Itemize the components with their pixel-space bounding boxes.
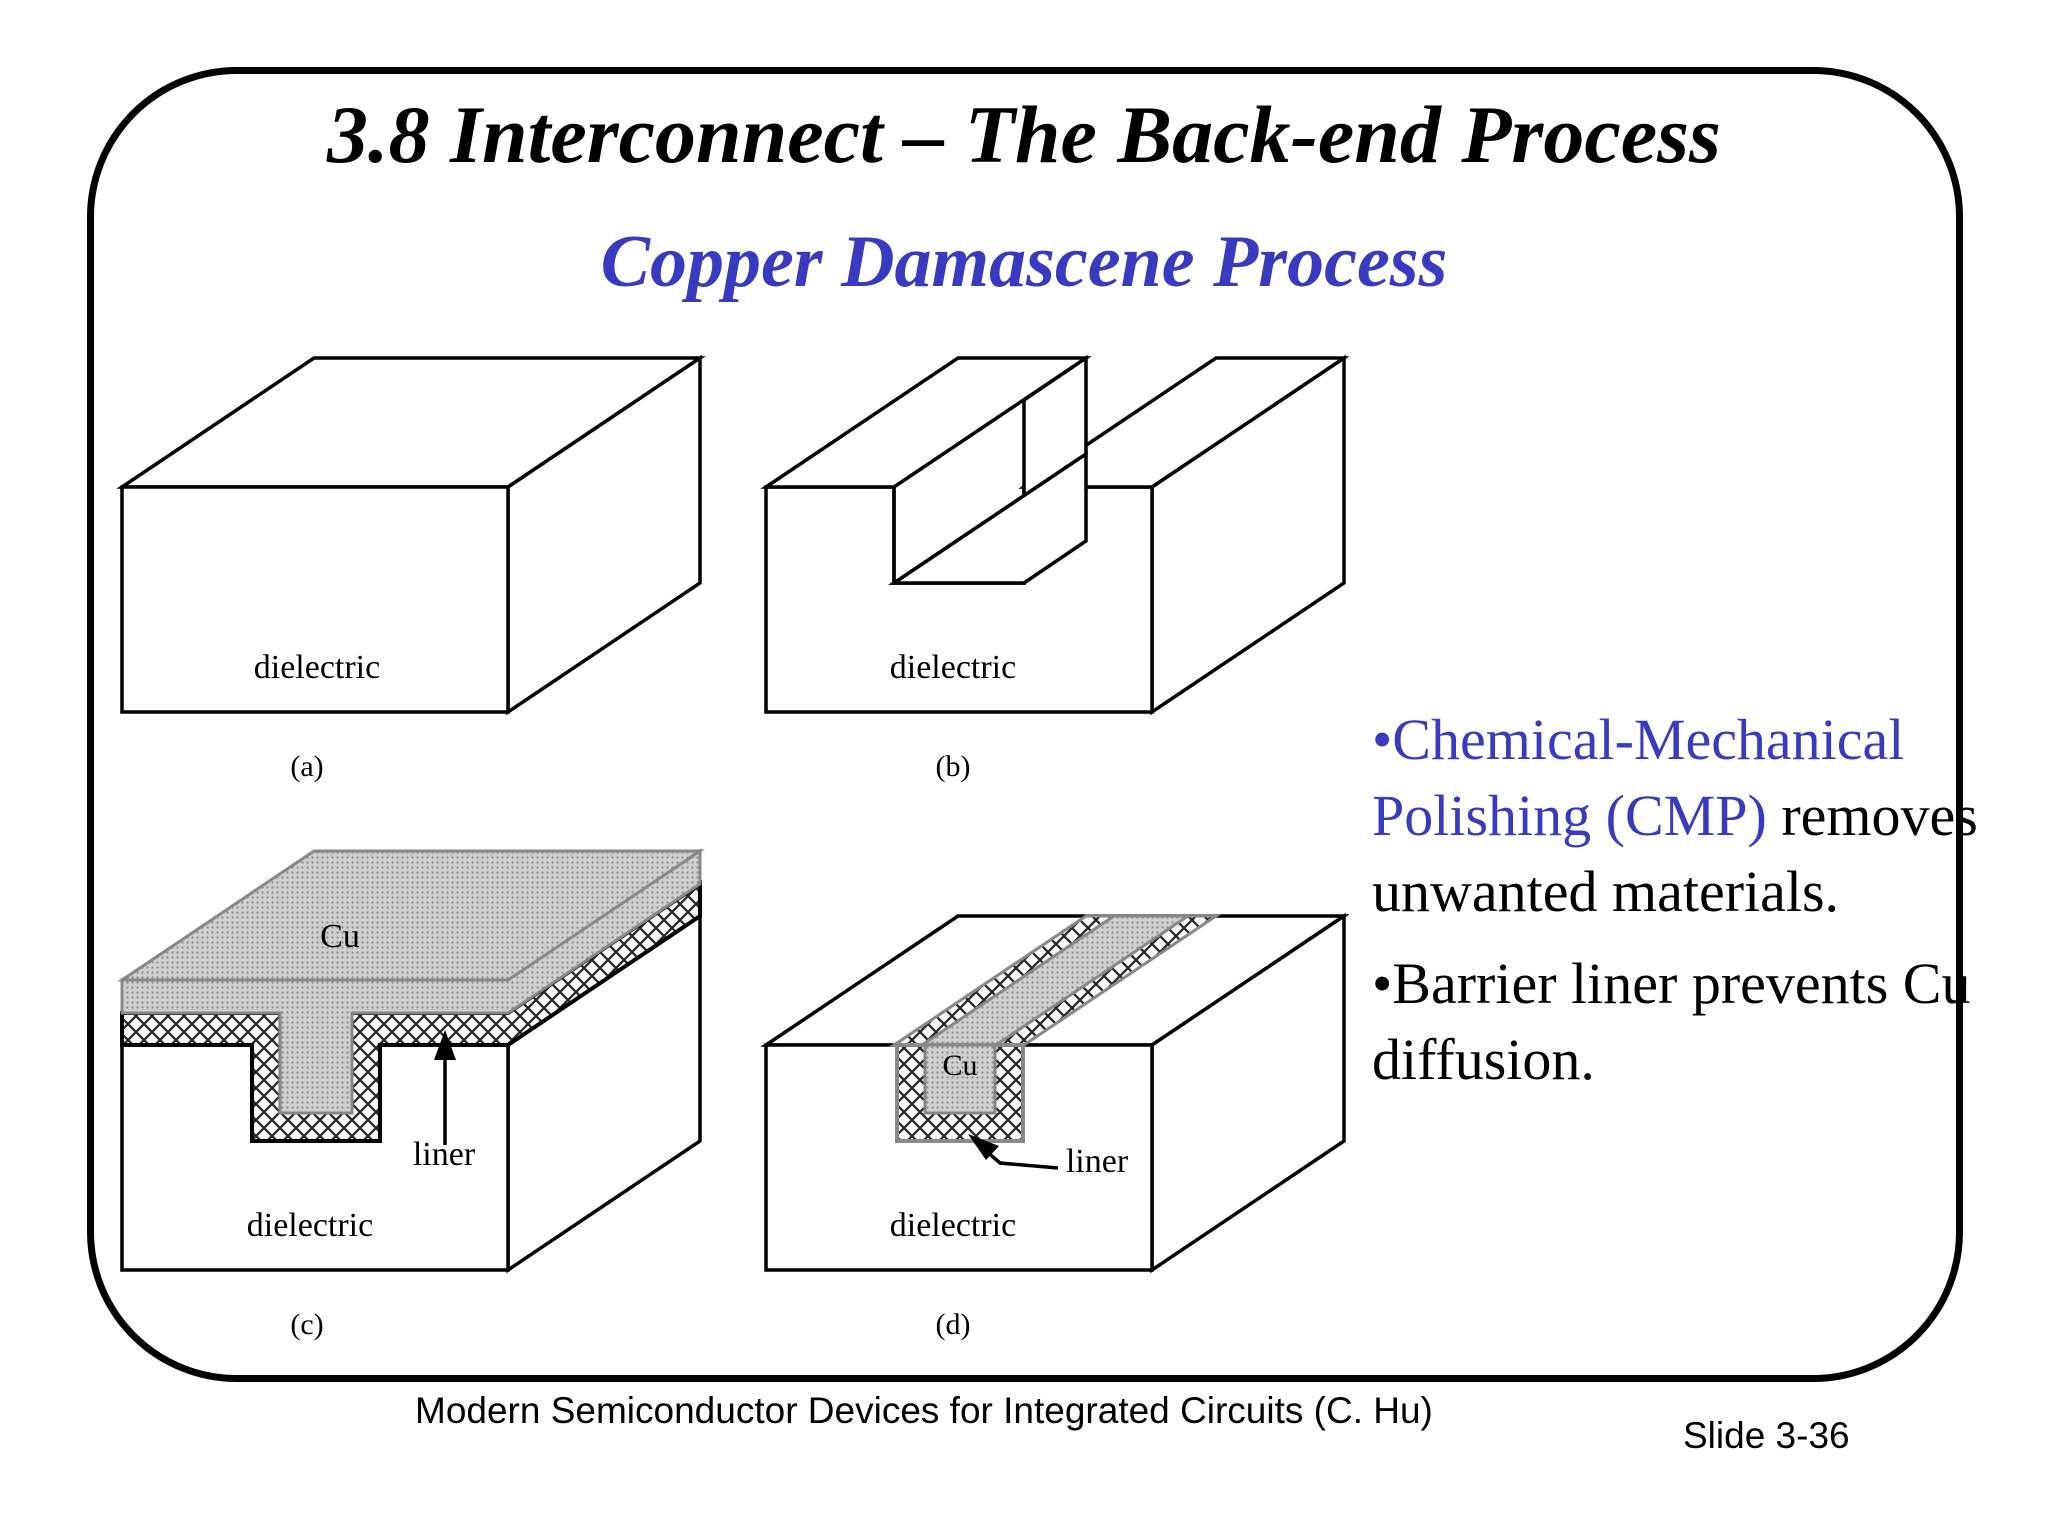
block-b-top-right <box>1018 356 1350 489</box>
figure-c-metal: Cu <box>320 918 360 955</box>
figure-d-metal: Cu <box>942 1049 977 1082</box>
figure-b <box>760 354 1350 716</box>
bullet-list: •Chemical-Mechanical Polishing (CMP) rem… <box>1372 702 2012 1114</box>
figure-a-label: dielectric <box>254 649 380 686</box>
copper-top <box>117 849 705 982</box>
figure-d-caption: (d) <box>936 1308 971 1341</box>
slide-title: 3.8 Interconnect – The Back-end Process <box>327 89 1721 180</box>
figure-b-label: dielectric <box>890 649 1016 686</box>
bullet-cmp-highlight: •Chemical-Mechanical Polishing (CMP) <box>1372 707 1905 848</box>
figure-c <box>117 848 705 1274</box>
figure-d-label: dielectric <box>890 1207 1016 1244</box>
figure-c-label: dielectric <box>247 1207 373 1244</box>
figure-c-liner: liner <box>413 1136 476 1173</box>
slide-number: Slide 3-36 <box>1683 1415 1850 1456</box>
trench-floor <box>888 450 1088 585</box>
figure-c-caption: (c) <box>290 1308 323 1341</box>
bullet-liner: •Barrier liner prevents Cu diffusion. <box>1372 946 2012 1098</box>
figure-a <box>116 354 706 716</box>
figure-b-caption: (b) <box>936 750 971 783</box>
bullet-liner-text: •Barrier liner prevents Cu diffusion. <box>1372 951 1971 1092</box>
footer-source: Modern Semiconductor Devices for Integra… <box>415 1390 1433 1431</box>
bullet-cmp-text: removes unwanted materials. <box>1372 783 1978 924</box>
slide-subtitle: Copper Damascene Process <box>600 221 1448 303</box>
slide-frame <box>87 67 1963 1382</box>
figure-d-liner: liner <box>1066 1143 1129 1180</box>
figure-a-caption: (a) <box>290 750 323 783</box>
embedded-copper <box>923 1043 997 1115</box>
block-a-front <box>120 485 510 714</box>
bullet-cmp: •Chemical-Mechanical Polishing (CMP) rem… <box>1372 702 2012 930</box>
figure-d <box>760 912 1350 1274</box>
